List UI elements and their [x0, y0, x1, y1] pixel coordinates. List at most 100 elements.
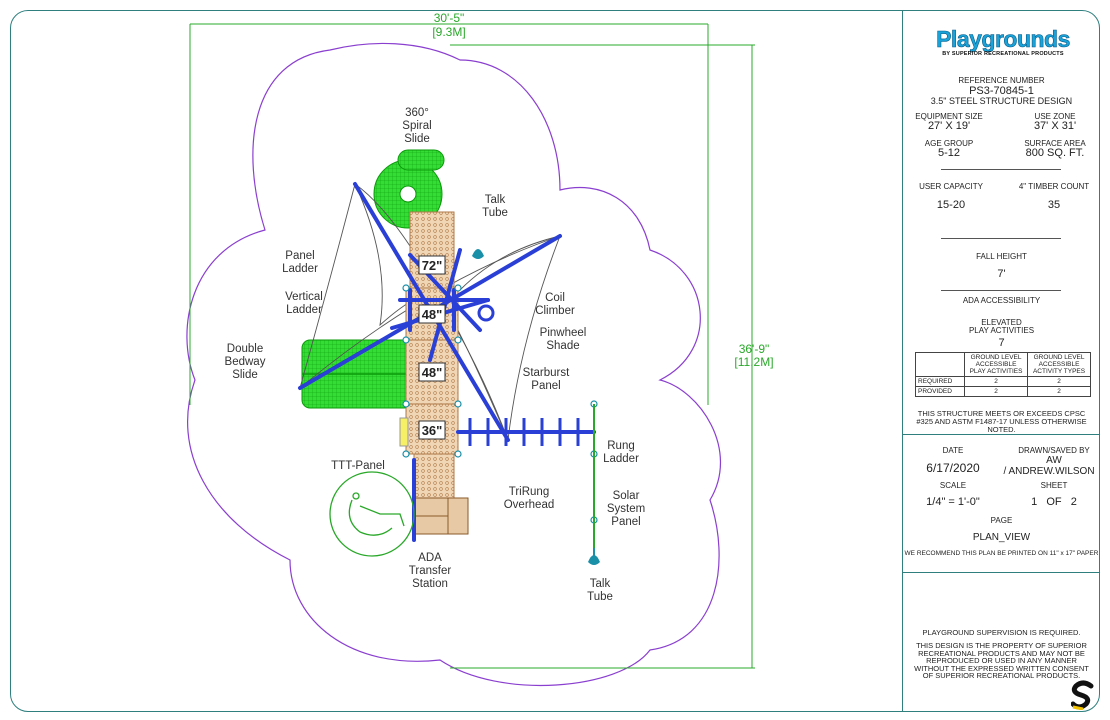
width-dimension-text: 30'-5"	[434, 11, 465, 25]
compliance-note: THIS STRUCTURE MEETS OR EXCEEDS CPSC #32…	[916, 409, 1087, 434]
ada-row-value: 2	[963, 376, 1029, 387]
reference-label: REFERENCE NUMBER	[958, 76, 1045, 85]
brand-tagline: BY SUPERIOR RECREATIONAL PRODUCTS	[942, 51, 1064, 57]
supervision-note: PLAYGROUND SUPERVISION IS REQUIRED.	[922, 628, 1081, 637]
divider	[941, 169, 1061, 170]
age-group: 5-12	[937, 147, 961, 159]
label-ada-transfer-1: ADA	[418, 552, 442, 564]
width-dimension	[189, 23, 709, 405]
plan-view-drawing: 30'-5" [9.3M] 36'-9" [11.2M]	[186, 11, 774, 687]
sheet-label: SHEET	[1040, 481, 1068, 490]
label-double-bedway-1: Double	[227, 343, 263, 355]
deck-height-48a: 48"	[422, 307, 443, 322]
label-talk-tube-top-1: Talk	[485, 194, 506, 206]
use-zone: 37' X 31'	[1033, 120, 1077, 132]
label-starburst-panel-2: Panel	[531, 380, 560, 392]
spiral-slide	[373, 149, 445, 229]
label-starburst-panel-1: Starburst	[523, 367, 570, 379]
label-spiral-slide-3: Slide	[404, 133, 430, 145]
title-block: Playgrounds BY SUPERIOR RECREATIONAL PRO…	[902, 10, 1100, 712]
talk-tube-bottom-icon	[588, 555, 600, 565]
height-dimension	[450, 44, 755, 669]
table-row: PROVIDED 2 2	[915, 386, 1091, 397]
superior-s-logo	[1071, 680, 1094, 710]
age-group-label: AGE GROUP	[924, 139, 974, 148]
scale-label: SCALE	[939, 481, 967, 490]
section-divider	[903, 572, 1100, 573]
ada-row-value: 2	[1027, 376, 1091, 387]
sheet-value: 1 OF 2	[1031, 496, 1077, 508]
label-ada-transfer-3: Station	[412, 578, 448, 590]
deck-height-36: 36"	[422, 423, 443, 438]
scale-value: 1/4" = 1'-0"	[926, 496, 980, 508]
play-activities-label: PLAY ACTIVITIES	[968, 326, 1035, 335]
ada-row-label: PROVIDED	[915, 386, 965, 397]
height-dimension-text: 36'-9"	[739, 342, 770, 356]
surface-area: 800 SQ. FT.	[1025, 147, 1085, 159]
label-talk-tube-bottom-1: Talk	[590, 578, 611, 590]
height-dimension-metric: [11.2M]	[734, 355, 773, 369]
fall-height: 7'	[997, 268, 1006, 280]
reference-number: PS3-70845-1	[969, 85, 1034, 97]
use-zone-outline	[186, 42, 721, 687]
deck-heights: 72" 48" 48" 36"	[418, 255, 446, 440]
ada-row-value: 2	[963, 386, 1029, 397]
label-spiral-slide-2: Spiral	[402, 120, 431, 132]
divider	[941, 290, 1061, 291]
date-label: DATE	[942, 446, 964, 455]
label-pinwheel-shade-1: Pinwheel	[540, 327, 587, 339]
drawn-initials: AW	[1046, 455, 1062, 466]
ada-transfer-symbol	[329, 471, 415, 557]
double-bedway-slide	[301, 339, 413, 409]
ada-table: GROUND LEVEL ACCESSIBLE PLAY ACTIVITIES …	[915, 352, 1091, 397]
label-solar-panel-3: Panel	[611, 516, 640, 528]
timber-count-label: 4" TIMBER COUNT	[1018, 182, 1090, 191]
section-divider	[903, 434, 1100, 435]
coil-climber	[477, 304, 495, 322]
property-note: THIS DESIGN IS THE PROPERTY OF SUPERIOR …	[914, 641, 1089, 680]
timber-count: 35	[1047, 199, 1061, 211]
label-solar-panel-2: System	[607, 503, 645, 515]
drawn-by-label: DRAWN/SAVED BY	[1018, 446, 1090, 455]
label-spiral-slide-1: 360°	[405, 107, 429, 119]
date-value: 6/17/2020	[926, 461, 980, 475]
structure-design: 3.5" STEEL STRUCTURE DESIGN	[930, 96, 1073, 106]
label-double-bedway-3: Slide	[232, 369, 258, 381]
page-label: PAGE	[990, 516, 1013, 525]
deck-height-48b: 48"	[422, 365, 443, 380]
drawing-frame	[10, 10, 1100, 712]
ada-accessibility-label: ADA ACCESSIBILITY	[962, 296, 1041, 305]
elevated-count: 7	[998, 337, 1005, 349]
label-talk-tube-top-2: Tube	[482, 207, 508, 219]
label-vertical-ladder-1: Vertical	[285, 291, 323, 303]
label-double-bedway-2: Bedway	[225, 356, 266, 368]
page-value: PLAN_VIEW	[972, 532, 1031, 543]
table-row: REQUIRED 2 2	[915, 376, 1091, 387]
component-labels: 360° Spiral Slide Talk Tube Panel Ladder…	[225, 107, 646, 603]
label-solar-panel-1: Solar	[613, 490, 640, 502]
label-pinwheel-shade-2: Shade	[546, 340, 579, 352]
user-capacity: 15-20	[936, 199, 966, 211]
use-zone-label: USE ZONE	[1034, 112, 1076, 121]
label-trirung-2: Overhead	[504, 499, 555, 511]
label-coil-climber-2: Climber	[535, 305, 575, 317]
label-rung-ladder-2: Ladder	[603, 453, 639, 465]
print-note: WE RECOMMEND THIS PLAN BE PRINTED ON 11"…	[904, 550, 1099, 557]
user-capacity-label: USER CAPACITY	[919, 182, 983, 191]
label-panel-ladder-1: Panel	[285, 250, 314, 262]
fall-height-label: FALL HEIGHT	[976, 252, 1027, 261]
label-trirung-1: TriRung	[509, 486, 549, 498]
surface-area-label: SURFACE AREA	[1024, 139, 1086, 148]
ada-table-header-types: GROUND LEVEL ACCESSIBLE ACTIVITY TYPES	[1027, 352, 1091, 377]
brand-name: Playgrounds	[936, 26, 1071, 53]
divider	[941, 238, 1061, 239]
brand-logo: Playgrounds BY SUPERIOR RECREATIONAL PRO…	[923, 26, 1083, 57]
ada-row-value: 2	[1027, 386, 1091, 397]
label-rung-ladder-1: Rung	[607, 440, 635, 452]
label-talk-tube-bottom-2: Tube	[587, 591, 613, 603]
label-panel-ladder-2: Ladder	[282, 263, 318, 275]
deck-tower	[399, 211, 469, 535]
drawn-name: / ANDREW.WILSON	[1003, 466, 1095, 477]
posts	[402, 284, 598, 524]
equipment-size: 27' X 19'	[927, 120, 971, 132]
